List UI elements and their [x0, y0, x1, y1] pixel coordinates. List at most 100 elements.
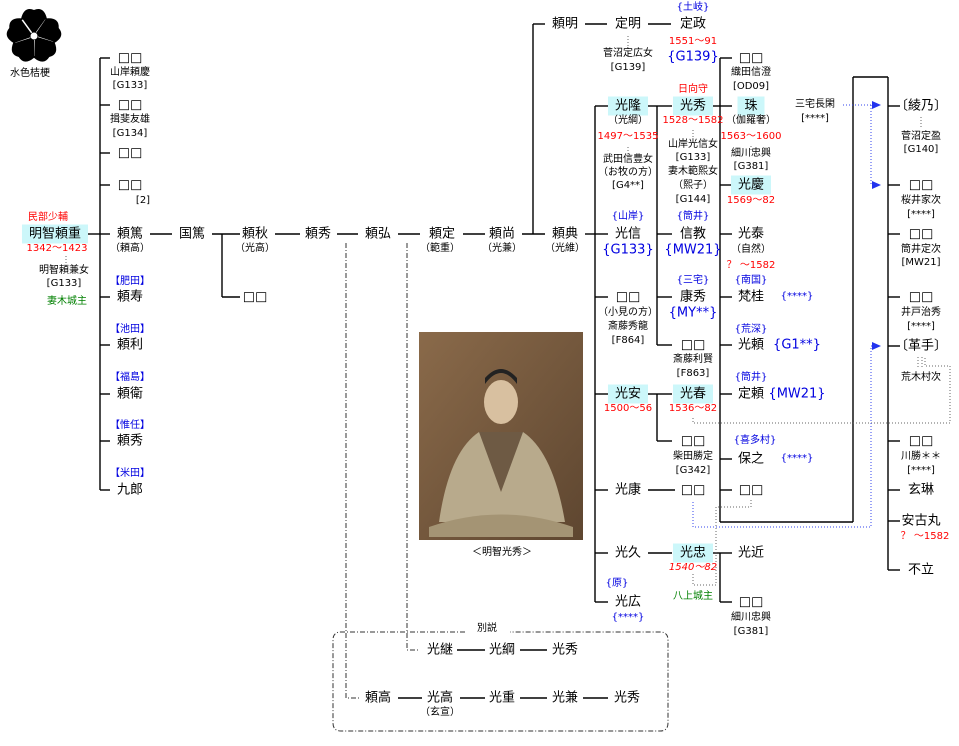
person[interactable]: 頼篤: [116, 226, 144, 242]
person[interactable]: 光春: [672, 384, 714, 404]
alias: （光高）: [235, 243, 275, 254]
clan: {土岐}: [676, 2, 710, 13]
person-mitsuhide[interactable]: 光秀: [672, 96, 714, 116]
clan: {原}: [605, 578, 629, 589]
person[interactable]: 〔革手〕: [894, 338, 948, 354]
person[interactable]: 頼寿: [116, 289, 144, 305]
ref: [G381]: [733, 626, 769, 637]
ref: {G139}: [667, 49, 719, 65]
spouse: 山岸頼慶: [110, 67, 150, 78]
root-years: 1342〜1423: [26, 243, 88, 254]
person[interactable]: 国篤: [178, 226, 206, 242]
person[interactable]: 定頼: [737, 386, 765, 402]
person[interactable]: 不立: [907, 562, 935, 578]
note: [2]: [135, 195, 151, 206]
person[interactable]: □□: [680, 433, 706, 449]
spouse: 川勝＊＊: [901, 451, 941, 462]
person[interactable]: 光継: [426, 642, 454, 658]
person[interactable]: 安古丸: [901, 513, 941, 529]
person[interactable]: 頼弘: [364, 226, 392, 242]
person[interactable]: 九郎: [116, 482, 144, 498]
ref: {****}: [780, 453, 814, 464]
person[interactable]: □□: [117, 50, 143, 66]
person[interactable]: □□: [738, 594, 764, 610]
clan: {南国}: [734, 275, 768, 286]
person[interactable]: 光慶: [730, 175, 772, 195]
ref: [****]: [907, 321, 935, 332]
alias: （光綱）: [608, 115, 648, 126]
spouse: 菅沼定広女: [603, 48, 653, 59]
person[interactable]: 頼秋: [241, 226, 269, 242]
person[interactable]: 頼尚: [488, 226, 516, 242]
person[interactable]: 光兼: [551, 690, 579, 706]
person[interactable]: 頼明: [551, 16, 579, 32]
person[interactable]: 光秀: [551, 642, 579, 658]
person[interactable]: 康秀: [679, 289, 707, 305]
person[interactable]: 梵桂: [737, 289, 765, 305]
root-title: 民部少輔: [28, 212, 68, 223]
person[interactable]: □□: [117, 177, 143, 193]
person[interactable]: 光頼: [737, 337, 765, 353]
person[interactable]: □□: [908, 177, 934, 193]
ref: [G134]: [112, 128, 148, 139]
person[interactable]: 保之: [737, 451, 765, 467]
alias: （熙子）: [673, 180, 713, 191]
ref: [G133]: [675, 152, 711, 163]
alt-theory-box: [332, 631, 669, 732]
person[interactable]: □□: [908, 433, 934, 449]
person-akechi-yorishige[interactable]: 明智頼重: [21, 224, 89, 244]
clan: 【米田】: [110, 468, 150, 479]
person[interactable]: 珠: [737, 96, 765, 116]
spouse: 細川忠興: [731, 612, 771, 623]
ref: [G140]: [903, 144, 939, 155]
person[interactable]: 光久: [614, 545, 642, 561]
person[interactable]: 光信: [614, 226, 642, 242]
person[interactable]: 定政: [679, 16, 707, 32]
person[interactable]: □□: [680, 337, 706, 353]
person[interactable]: 光近: [737, 545, 765, 561]
person[interactable]: 玄琳: [907, 482, 935, 498]
person[interactable]: 光広: [614, 594, 642, 610]
person[interactable]: 頼高: [364, 690, 392, 706]
person[interactable]: 光忠: [672, 543, 714, 563]
person[interactable]: 光重: [488, 690, 516, 706]
alias: （頼高）: [110, 243, 150, 254]
person[interactable]: 頼秀: [304, 226, 332, 242]
person[interactable]: □□: [738, 50, 764, 66]
person[interactable]: □□: [242, 289, 268, 305]
person[interactable]: 光高: [426, 690, 454, 706]
adoption-line: [692, 357, 951, 424]
years: 1563〜1600: [720, 131, 782, 142]
person[interactable]: 頼典: [551, 226, 579, 242]
arrow-head-icon: [872, 342, 881, 350]
person[interactable]: □□: [738, 482, 764, 498]
person[interactable]: 光泰: [737, 226, 765, 242]
person[interactable]: □□: [680, 482, 706, 498]
alt-theory-line: [345, 243, 360, 699]
ref: [G144]: [675, 194, 711, 205]
adopter-name[interactable]: 三宅長閑: [795, 99, 835, 110]
person[interactable]: □□: [117, 97, 143, 113]
person[interactable]: 頼利: [116, 337, 144, 353]
person[interactable]: 光綱: [488, 642, 516, 658]
person[interactable]: 信教: [679, 226, 707, 242]
person[interactable]: 光康: [614, 482, 642, 498]
person[interactable]: 〔綾乃〕: [894, 98, 948, 114]
person[interactable]: 光隆: [607, 96, 649, 116]
adoption-arrow-line: [692, 345, 872, 528]
person[interactable]: □□: [117, 145, 143, 161]
person[interactable]: 光秀: [613, 690, 641, 706]
person[interactable]: 頼定: [428, 226, 456, 242]
portrait-caption: ＜明智光秀＞: [472, 547, 532, 558]
person[interactable]: 頼衛: [116, 386, 144, 402]
ref: [G133]: [112, 80, 148, 91]
spouse: 細川忠興: [731, 148, 771, 159]
person[interactable]: □□: [615, 289, 641, 305]
alias: （光兼）: [482, 243, 522, 254]
person[interactable]: □□: [908, 289, 934, 305]
person[interactable]: 定明: [614, 16, 642, 32]
person[interactable]: 頼秀: [116, 433, 144, 449]
person[interactable]: □□: [908, 226, 934, 242]
person[interactable]: 光安: [607, 384, 649, 404]
